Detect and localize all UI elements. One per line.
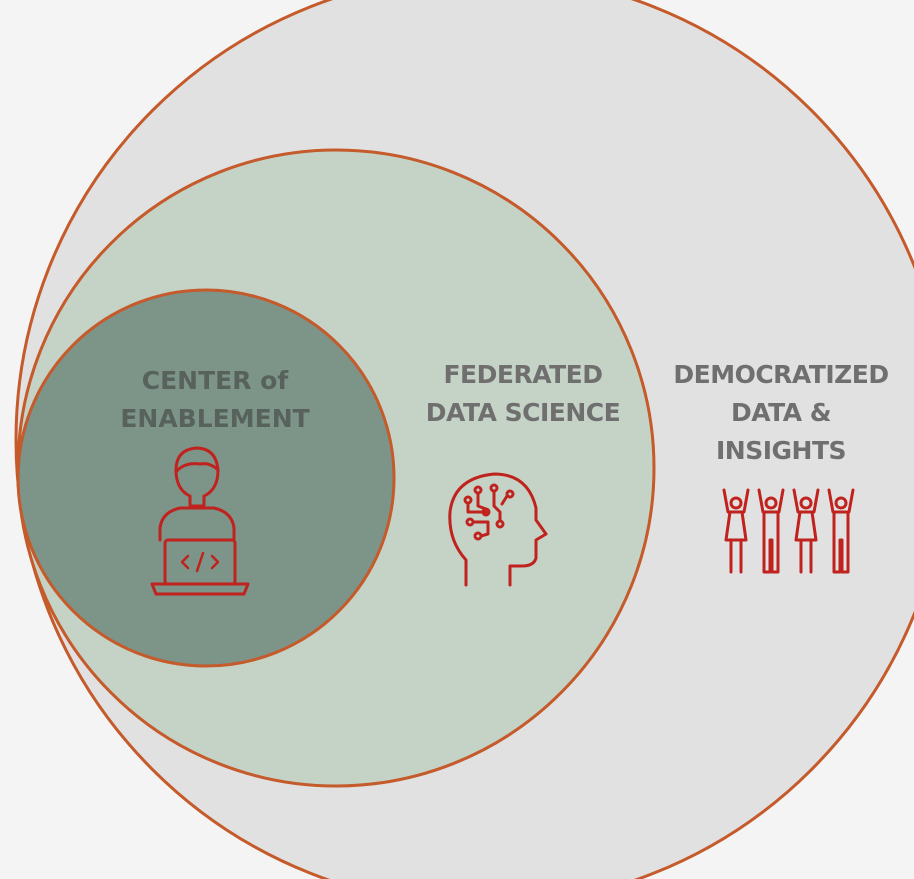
group-of-people-icon — [722, 488, 855, 574]
label-line: DATA & — [730, 398, 832, 427]
head-with-circuits-icon — [448, 472, 548, 587]
label-line: FEDERATED — [443, 360, 603, 389]
democratized-data-insights-label: DEMOCRATIZED DATA & INSIGHTS — [650, 356, 912, 470]
inner-circle — [16, 288, 396, 668]
label-line: CENTER of — [141, 366, 289, 395]
federated-data-science-label: FEDERATED DATA SCIENCE — [392, 356, 654, 432]
center-of-enablement-label: CENTER of ENABLEMENT — [70, 362, 360, 438]
label-line: DATA SCIENCE — [425, 398, 621, 427]
label-line: INSIGHTS — [715, 436, 847, 465]
developer-at-laptop-icon — [150, 446, 250, 596]
label-line: DEMOCRATIZED — [673, 360, 889, 389]
label-line: ENABLEMENT — [120, 404, 310, 433]
